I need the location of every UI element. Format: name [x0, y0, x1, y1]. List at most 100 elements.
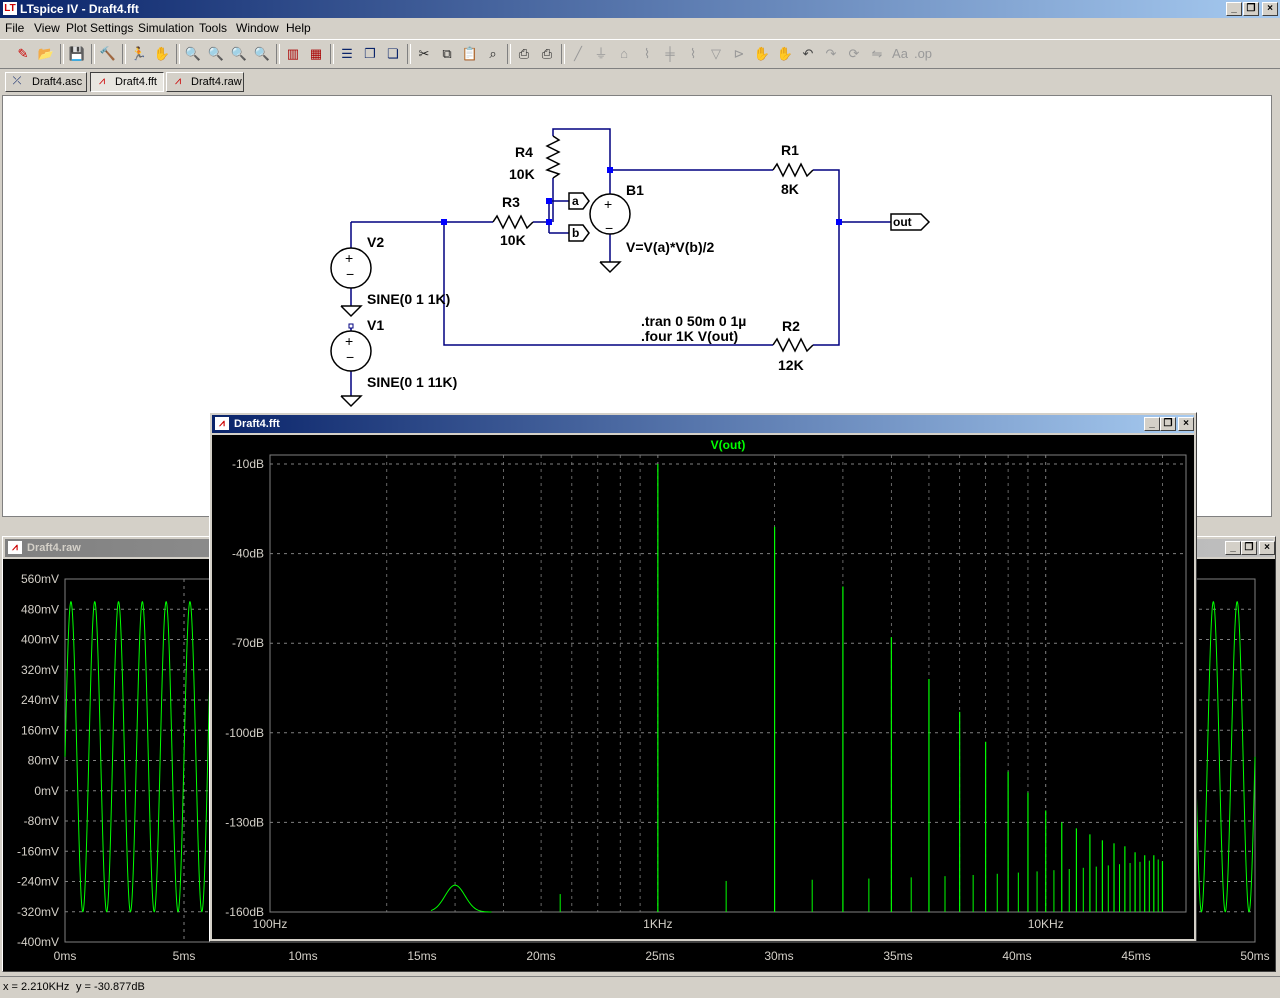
find-icon[interactable]: ⌕ — [489, 46, 497, 61]
menu-view[interactable]: View — [34, 21, 60, 35]
raw-x-tick-label: 10ms — [288, 949, 317, 963]
r4-name: R4 — [515, 144, 533, 160]
raw-x-tick-label: 30ms — [764, 949, 793, 963]
save-icon[interactable]: 💾 — [68, 46, 86, 61]
manual-limits-icon[interactable]: ▦ — [309, 46, 323, 61]
zoom-pan-icon[interactable]: 🔍 — [207, 46, 225, 61]
tab-draft4-fft[interactable]: ⩘ Draft4.fft — [90, 72, 164, 92]
menu-window[interactable]: Window — [236, 21, 279, 35]
status-bar: x = 2.210KHz y = -30.877dB — [0, 976, 1280, 997]
menu-tools[interactable]: Tools — [199, 21, 228, 35]
minimize-button[interactable]: _ — [1226, 2, 1242, 16]
resistor-icon[interactable]: ⌇ — [643, 46, 651, 61]
fft-x-tick-label: 10KHz — [1028, 917, 1064, 931]
waveform-icon: ⩘ — [8, 541, 22, 554]
svg-text:−: − — [346, 349, 354, 365]
raw-y-tick-label: -80mV — [24, 814, 59, 828]
spice-directive-icon[interactable]: .op — [913, 46, 933, 61]
raw-y-tick-label: 80mV — [28, 754, 59, 768]
tab-draft4-raw[interactable]: ⩘ Draft4.raw — [166, 72, 244, 92]
fft-minimize-button[interactable]: _ — [1144, 417, 1160, 431]
tab-draft4-asc[interactable]: ⤫ Draft4.asc — [5, 72, 87, 92]
draw-wire-icon[interactable]: ╱ — [574, 46, 582, 61]
cascade-icon[interactable]: ❐ — [364, 46, 376, 61]
zoom-out-icon[interactable]: 🔍 — [230, 46, 248, 61]
menu-file[interactable]: File — [5, 21, 25, 35]
copy-icon[interactable]: ⧉ — [442, 46, 452, 61]
raw-x-tick-label: 35ms — [883, 949, 912, 963]
component-icon[interactable]: ⊳ — [733, 46, 745, 61]
ground-icon[interactable]: ⏚ — [594, 46, 608, 61]
r4-value: 10K — [509, 166, 535, 182]
spice-directive-four[interactable]: .four 1K V(out) — [641, 328, 739, 344]
menu-bar: File View Plot Settings Simulation Tools… — [0, 19, 1280, 38]
r2-symbol — [772, 337, 814, 353]
raw-x-tick-label: 45ms — [1121, 949, 1150, 963]
drag-icon[interactable]: ✋ — [776, 46, 794, 61]
r3-symbol — [492, 214, 534, 230]
b1-symbol — [589, 193, 631, 235]
print-preview-icon[interactable]: ⎙ — [518, 46, 530, 61]
raw-restore-button[interactable]: ❐ — [1241, 541, 1257, 555]
v1-value: SINE(0 1 11K) — [367, 374, 458, 390]
raw-y-tick-label: 400mV — [21, 633, 59, 647]
raw-y-tick-label: 160mV — [21, 723, 59, 737]
inductor-icon[interactable]: ⌇ — [689, 46, 697, 61]
zoom-in-icon[interactable]: 🔍 — [184, 46, 202, 61]
fft-x-tick-label: 1KHz — [643, 917, 672, 931]
undo-icon[interactable]: ↶ — [802, 46, 814, 61]
print-icon[interactable]: ⎙ — [541, 46, 553, 61]
fft-close-button[interactable]: × — [1178, 417, 1194, 431]
label-net-icon[interactable]: ⌂ — [620, 46, 628, 61]
capacitor-icon[interactable]: ╪ — [665, 46, 675, 61]
raw-x-tick-label: 0ms — [54, 949, 77, 963]
control-panel-icon[interactable]: 🔨 — [99, 46, 117, 61]
fft-y-tick-label: -100dB — [225, 726, 264, 740]
redo-icon[interactable]: ↷ — [825, 46, 837, 61]
tile-vertical-icon[interactable]: ❏ — [387, 46, 399, 61]
menu-help[interactable]: Help — [286, 21, 311, 35]
raw-x-tick-label: 40ms — [1002, 949, 1031, 963]
new-schematic-icon[interactable]: ✎ — [17, 46, 29, 61]
fft-restore-button[interactable]: ❐ — [1160, 417, 1176, 431]
raw-y-tick-label: -400mV — [17, 935, 59, 949]
zoom-fit-icon[interactable]: 🔍 — [253, 46, 271, 61]
resistors — [492, 135, 814, 353]
cursor-y-readout: y = -30.877dB — [76, 981, 145, 993]
rotate-icon[interactable]: ⟳ — [848, 46, 860, 61]
r2-name: R2 — [782, 318, 800, 334]
v2-name: V2 — [367, 234, 385, 250]
close-button[interactable]: × — [1262, 2, 1278, 16]
raw-y-tick-label: 560mV — [21, 572, 59, 586]
raw-x-tick-label: 50ms — [1240, 949, 1269, 963]
diode-icon[interactable]: ▽ — [711, 46, 721, 61]
autorange-icon[interactable]: ▥ — [286, 46, 300, 61]
paste-icon[interactable]: 📋 — [461, 46, 479, 61]
menu-plot-settings[interactable]: Plot Settings — [66, 21, 134, 35]
r1-symbol — [772, 162, 814, 178]
open-folder-icon[interactable]: 📂 — [37, 46, 55, 61]
raw-y-tick-label: 0mV — [34, 784, 59, 798]
ground-icon — [340, 395, 363, 408]
raw-minimize-button[interactable]: _ — [1225, 541, 1241, 555]
raw-x-tick-label: 15ms — [407, 949, 436, 963]
ground-icon — [340, 305, 363, 318]
waveform-icon: ⩘ — [98, 75, 106, 87]
text-icon[interactable]: Aa — [892, 46, 908, 61]
cut-icon[interactable]: ✂ — [418, 46, 430, 61]
tile-horizontal-icon[interactable]: ☰ — [341, 46, 353, 61]
menu-simulation[interactable]: Simulation — [138, 21, 195, 35]
mirror-icon[interactable]: ⇋ — [871, 46, 883, 61]
raw-y-tick-label: -240mV — [17, 875, 59, 889]
raw-close-button[interactable]: × — [1259, 541, 1275, 555]
move-icon[interactable]: ✋ — [753, 46, 771, 61]
restore-button[interactable]: ❐ — [1243, 2, 1259, 16]
r3-name: R3 — [502, 194, 520, 210]
spice-directive-tran[interactable]: .tran 0 50m 0 1µ — [641, 313, 747, 329]
halt-icon[interactable]: ✋ — [153, 46, 171, 61]
run-icon[interactable]: 🏃 — [130, 46, 148, 61]
raw-x-tick-label: 25ms — [645, 949, 674, 963]
r4-symbol — [545, 135, 561, 179]
